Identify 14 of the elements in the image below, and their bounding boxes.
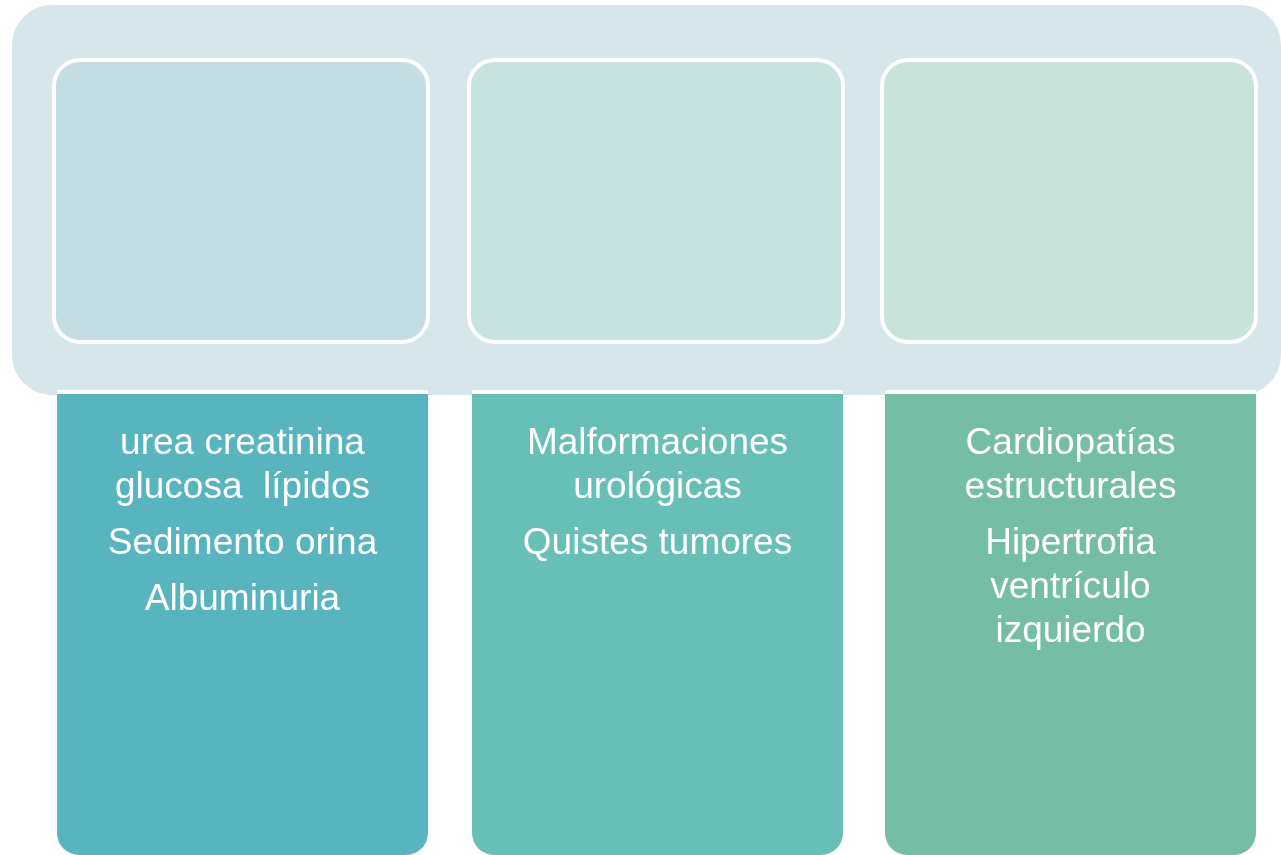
empty-card: [52, 58, 430, 344]
panel-text: Cardiopatías estructurales: [963, 420, 1178, 508]
text-panel: [885, 390, 1256, 855]
panel-text: Hipertrofia ventrículo izquierdo: [984, 520, 1157, 652]
empty-card: [467, 58, 845, 344]
panel-text: urea creatinina glucosa lípidos: [113, 420, 371, 508]
panel-text: Albuminuria: [143, 576, 342, 620]
text-panel: [472, 390, 843, 855]
panel-text: Malformaciones urológicas: [525, 420, 790, 508]
panel-text: Quistes tumores: [521, 520, 794, 564]
header-band: [12, 5, 1281, 395]
text-panel: [57, 390, 428, 855]
empty-card: [880, 58, 1258, 344]
panel-text: Sedimento orina: [106, 520, 379, 564]
